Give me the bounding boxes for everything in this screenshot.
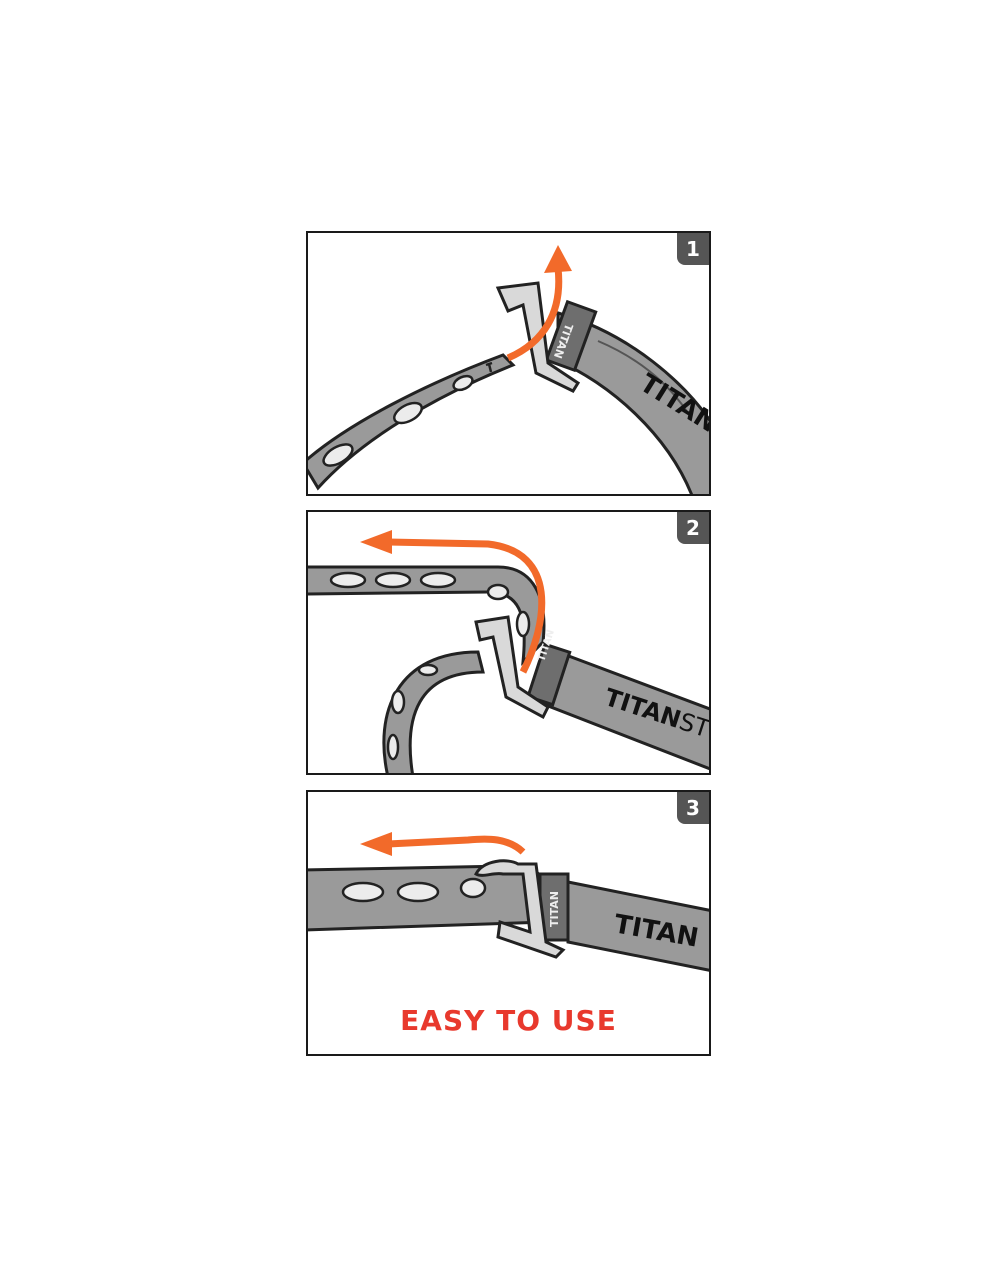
step-3-panel: 3 TITAN TITAN EASY TO USE (306, 790, 711, 1056)
pull-through-arrow (360, 530, 546, 674)
main-strap: TITAN (556, 311, 709, 494)
easy-to-use-caption: EASY TO USE (400, 1004, 617, 1037)
strap-loop-lower (382, 650, 485, 773)
step-number-badge: 2 (677, 512, 709, 544)
step-number-badge: 1 (677, 233, 709, 265)
step-3-illustration: TITAN TITAN (308, 832, 709, 972)
strap-tail (308, 353, 516, 491)
lift-arrow (506, 245, 572, 362)
slide-arrow (360, 832, 526, 856)
step-1-panel: 1 TITAN TITAN (306, 231, 711, 496)
step-number-badge: 3 (677, 792, 709, 824)
strap-tail (308, 864, 550, 932)
buckle-brand-text: TITAN (548, 891, 561, 927)
step-2-panel: 2 TITANST TITAN (306, 510, 711, 775)
buckle-hook (474, 859, 566, 959)
buckle-hook (474, 615, 550, 720)
strap-loop-upper (308, 565, 546, 667)
main-strap: TITAN (566, 880, 709, 972)
step-1-illustration: TITAN TITAN (308, 245, 709, 494)
step-2-illustration: TITANST TITAN (308, 530, 709, 773)
